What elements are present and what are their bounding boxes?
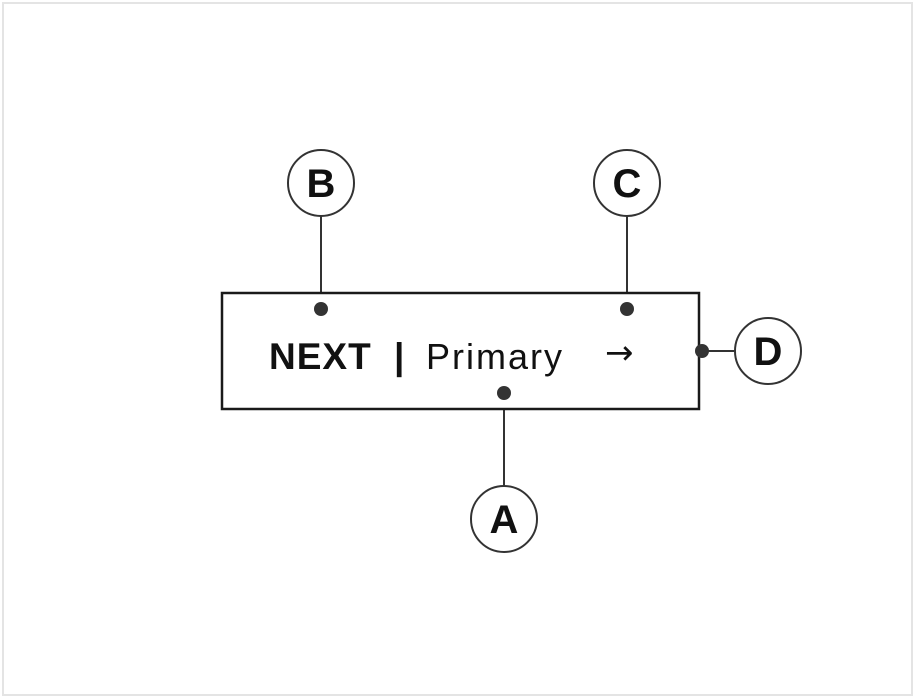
callout-circle-a (470, 485, 538, 553)
button-separator: | (394, 336, 404, 378)
callout-label-c: C (613, 162, 642, 206)
callout-circle-c (593, 149, 661, 217)
anchor-dot-d (695, 344, 709, 358)
callout-c: C (593, 149, 661, 217)
button-label-bold: NEXT (269, 336, 372, 377)
callout-b: B (287, 149, 355, 217)
callout-circle-b (287, 149, 355, 217)
callout-d: D (734, 317, 802, 385)
button-outline (220, 291, 701, 411)
callout-a: A (470, 485, 538, 553)
anchor-dot-a (497, 386, 511, 400)
callout-label-a: A (490, 498, 519, 542)
callout-circle-d (734, 317, 802, 385)
callout-label-d: D (754, 330, 783, 374)
button-label-regular: Primary (426, 336, 564, 377)
anchor-dot-b (314, 302, 328, 316)
button-example: NEXT | Primary → (220, 291, 701, 411)
anchor-dot-c (620, 302, 634, 316)
callout-label-b: B (307, 162, 336, 206)
arrow-right-icon: → (605, 333, 634, 373)
